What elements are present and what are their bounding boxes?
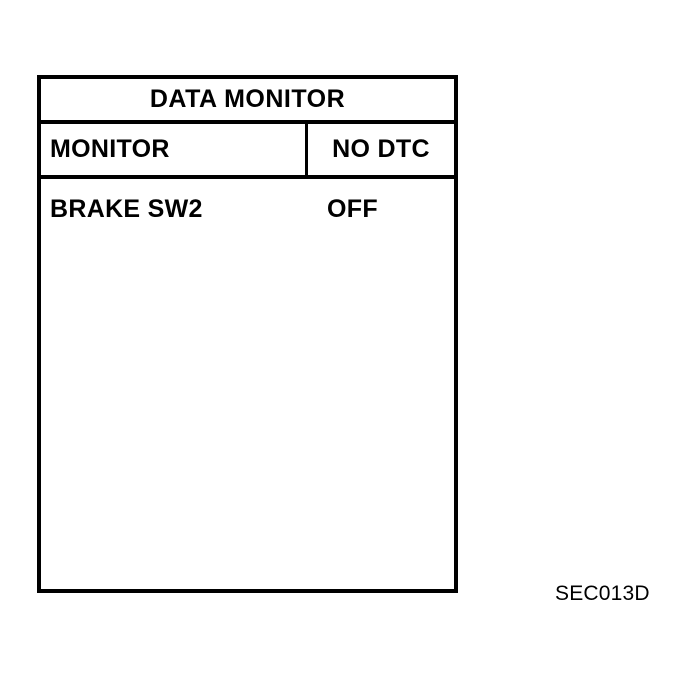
data-item-name: BRAKE SW2 (50, 194, 203, 223)
monitor-status-row: MONITOR NO DTC (41, 124, 454, 179)
page-title: DATA MONITOR (149, 85, 346, 113)
data-monitor-panel: DATA MONITOR MONITOR NO DTC BRAKE SW2 OF… (37, 75, 458, 593)
monitor-status-label-cell: MONITOR (41, 124, 308, 175)
monitor-status-label: MONITOR (50, 135, 170, 163)
panel-title-row: DATA MONITOR (41, 79, 454, 124)
status-badge: NO DTC (332, 135, 430, 163)
data-item-list: BRAKE SW2 OFF (41, 179, 454, 589)
data-item-value: OFF (327, 194, 378, 223)
list-item: BRAKE SW2 OFF (41, 192, 454, 226)
monitor-status-value-cell: NO DTC (308, 124, 454, 175)
figure-caption: SEC013D (555, 582, 650, 605)
